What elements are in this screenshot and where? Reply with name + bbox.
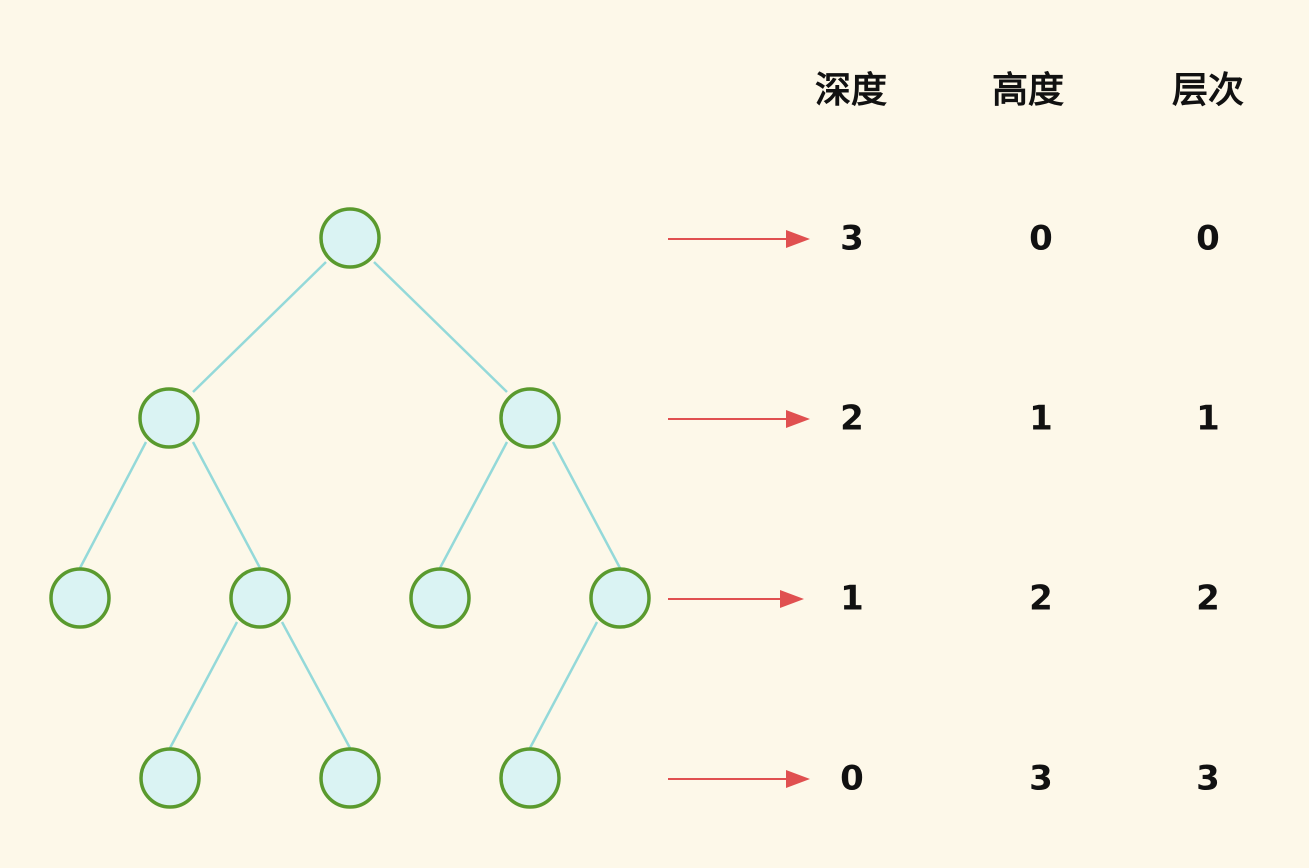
- row-2-depth: 1: [840, 579, 864, 619]
- value-row-0: 3 0 0: [840, 219, 1220, 259]
- row-0-height: 0: [1029, 219, 1053, 259]
- tree-nodes: [49, 207, 651, 809]
- row-1-height: 1: [1029, 399, 1053, 439]
- row-3-level: 3: [1196, 759, 1220, 799]
- edge-l1b-l2d: [551, 441, 622, 569]
- edge-l1a-l2a: [78, 441, 148, 569]
- edge-l2b-l3b: [280, 621, 352, 749]
- tree-node-level3-b: [319, 747, 381, 809]
- level-arrow-row-2: [668, 590, 804, 608]
- tree-node-level1-right: [499, 387, 561, 449]
- tree-node-level2-a: [49, 567, 111, 629]
- level-arrow-row-1: [668, 410, 810, 428]
- row-0-level: 0: [1196, 219, 1220, 259]
- level-arrows: [668, 230, 810, 788]
- edge-root-right: [373, 261, 508, 393]
- tree-node-level1-left: [138, 387, 200, 449]
- tree-node-level3-c: [499, 747, 561, 809]
- header-height: 高度: [992, 70, 1064, 111]
- header-level: 层次: [1172, 70, 1244, 111]
- row-0-depth: 3: [840, 219, 864, 259]
- row-3-height: 3: [1029, 759, 1053, 799]
- tree-node-level2-b: [229, 567, 291, 629]
- value-row-1: 2 1 1: [840, 399, 1220, 439]
- level-arrow-row-0: [668, 230, 810, 248]
- row-2-level: 2: [1196, 579, 1220, 619]
- row-2-height: 2: [1029, 579, 1053, 619]
- tree-edges: [78, 261, 622, 749]
- row-3-depth: 0: [840, 759, 864, 799]
- tree-node-root: [319, 207, 381, 269]
- edge-l2b-l3a: [168, 621, 239, 749]
- edge-l1b-l2c: [438, 441, 509, 569]
- level-arrow-row-3: [668, 770, 810, 788]
- edge-root-left: [192, 261, 327, 393]
- value-row-3: 0 3 3: [840, 759, 1220, 799]
- column-headers: 深度 高度 层次: [815, 70, 1244, 111]
- value-row-2: 1 2 2: [840, 579, 1220, 619]
- edge-l2d-l3c: [528, 621, 599, 749]
- row-1-level: 1: [1196, 399, 1220, 439]
- tree-node-level2-d: [589, 567, 651, 629]
- edge-l1a-l2b: [191, 441, 262, 569]
- tree-node-level2-c: [409, 567, 471, 629]
- header-depth: 深度: [815, 70, 887, 111]
- row-1-depth: 2: [840, 399, 864, 439]
- tree-node-level3-a: [139, 747, 201, 809]
